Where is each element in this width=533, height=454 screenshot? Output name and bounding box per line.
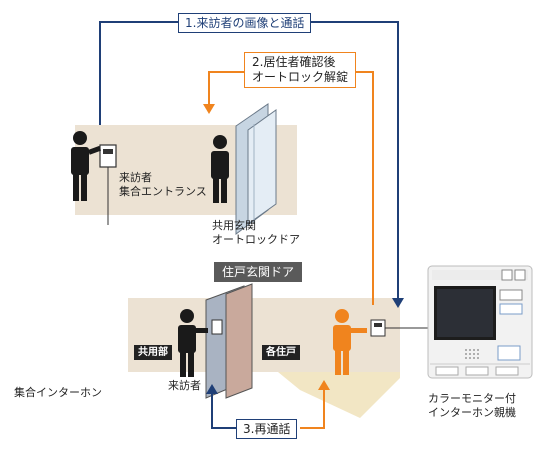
common-door-line2: オートロックドア: [212, 233, 300, 246]
room-handset: [370, 319, 386, 337]
each-unit-tag: 各住戸: [262, 345, 300, 360]
step2-label-line1: 2.居住者確認後: [252, 55, 336, 69]
visitor-entrance-label: 来訪者 集合エントランス: [119, 171, 207, 199]
resident-silhouette: [333, 309, 367, 375]
corridor-wall: [128, 298, 400, 372]
common-door-line1: 共用玄関: [212, 219, 256, 232]
step3-arrow-orange: [300, 384, 325, 429]
color-monitor-unit: [427, 265, 533, 379]
door-intercom: [211, 319, 223, 335]
visitor-silhouette: [211, 135, 229, 203]
monitor-label: カラーモニター付 インターホン親機: [428, 392, 516, 420]
step2-label-line2: オートロック解錠: [252, 70, 349, 84]
visitor-silhouette: [71, 131, 101, 201]
entrance-intercom-panel: [99, 144, 117, 168]
visitor-entrance-line2: 集合エントランス: [119, 185, 207, 198]
step3-label: 3.再通話: [236, 419, 298, 439]
monitor-label-line2: インターホン親機: [428, 406, 516, 419]
visitor-label: 来訪者: [168, 379, 201, 392]
common-door-label: 共用玄関 オートロックドア: [212, 219, 300, 247]
step1-label: 1.来訪者の画像と通話: [178, 13, 312, 33]
monitor-label-line1: カラーモニター付: [428, 392, 516, 405]
floor-light: [278, 372, 400, 418]
visitor-entrance-line1: 来訪者: [119, 171, 152, 184]
common-area-tag: 共用部: [134, 345, 172, 360]
unit-door-label: 住戸玄関ドア: [214, 262, 303, 282]
intercom-system-label: 集合インターホン: [14, 386, 102, 399]
step2-label: 2.居住者確認後 オートロック解錠: [244, 52, 357, 88]
visitor-silhouette: [178, 309, 208, 377]
